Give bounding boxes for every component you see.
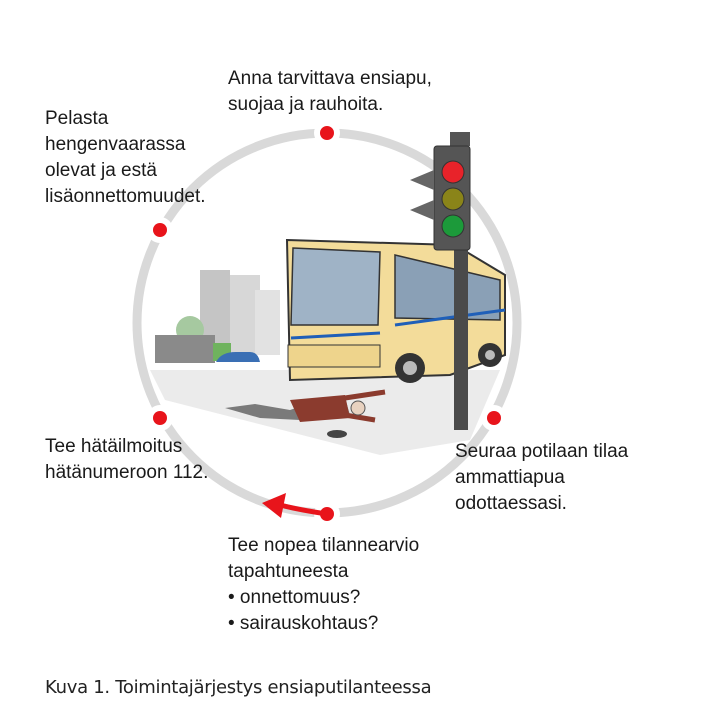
text-line: hengenvaarassa [45,134,186,155]
step-dot-upper-left [153,223,167,237]
step-label-lower-left: Tee hätäilmoitus hätänumeroon 112. [45,434,208,486]
text-line: olevat ja estä [45,160,157,181]
text-line: odottaessasi. [455,493,567,514]
text-line: • sairauskohtaus? [228,613,379,634]
step-dot-lower-left [153,411,167,425]
figure-caption: Kuva 1. Toimintajärjestys ensiaputilante… [45,677,432,698]
text-line: • onnettomuus? [228,587,361,608]
step-label-top: Anna tarvittava ensiapu, suojaa ja rauho… [228,66,432,118]
text-line: suojaa ja rauhoita. [228,94,384,115]
text-line: hätänumeroon 112. [45,462,209,483]
step-label-bottom: Tee nopea tilannearvio tapahtuneesta • o… [228,533,419,637]
traffic-light-pole [454,250,468,430]
step-label-right: Seuraa potilaan tilaa ammattiapua odotta… [455,439,628,517]
direction-arrow-icon [262,493,328,518]
step-label-upper-left: Pelasta hengenvaarassa olevat ja estä li… [45,106,206,210]
text-line: Anna tarvittava ensiapu, [228,68,432,89]
step-dot-right [487,411,501,425]
text-line: Seuraa potilaan tilaa [455,441,629,462]
text-line: ammattiapua [455,467,565,488]
text-line: lisäonnettomuudet. [45,186,206,207]
text-line: Pelasta [45,108,109,129]
text-line: tapahtuneesta [228,561,349,582]
accident-scene-illustration [150,132,506,455]
text-line: Tee nopea tilannearvio [228,535,420,556]
text-line: Tee hätäilmoitus [45,436,183,457]
step-dot-top [320,126,334,140]
